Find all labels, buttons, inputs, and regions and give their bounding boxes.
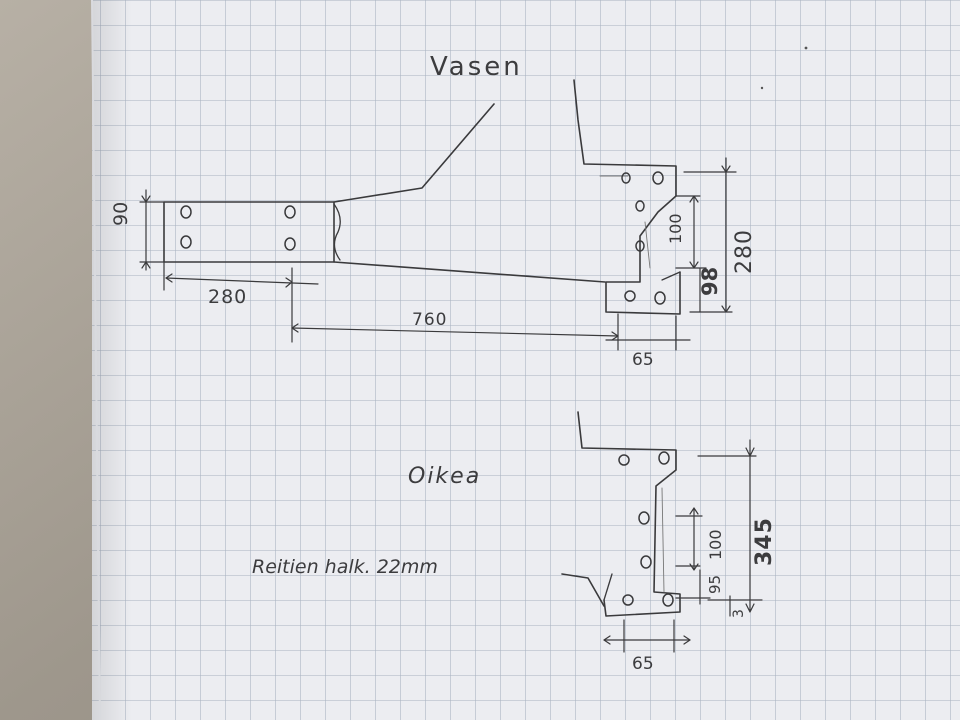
right-dimension-lines [603,439,763,653]
right-bracket-holes [618,451,674,607]
left-bracket-holes [621,171,666,305]
dim-left-length: 760 [412,310,448,330]
paper-specks [760,46,808,90]
dim-left-height: 280 [732,229,757,274]
right-part-title: Oikea [408,464,482,489]
dim-left-vertical-spacing: 100 [666,213,685,244]
graph-paper [91,0,960,720]
dim-right-lower-offset: 95 [706,574,724,594]
dim-right-small: 3 [731,609,747,618]
dim-left-flange-width: 65 [632,350,654,370]
right-part-drawing [561,411,681,617]
dim-right-vertical-spacing: 100 [706,529,725,560]
left-bar-holes [180,205,296,251]
dim-right-height: 345 [752,517,777,566]
left-dimension-lines [139,157,737,351]
dim-left-hole-spacing: 280 [208,286,248,308]
left-part-title: Vasen [430,52,523,82]
left-part-drawing [163,79,681,315]
dim-left-lower-offset: 98 [698,266,722,296]
dim-left-width: 90 [110,201,132,226]
dim-right-flange-width: 65 [632,654,654,674]
hole-diameter-note: Reitien halk. 22mm [252,556,438,578]
